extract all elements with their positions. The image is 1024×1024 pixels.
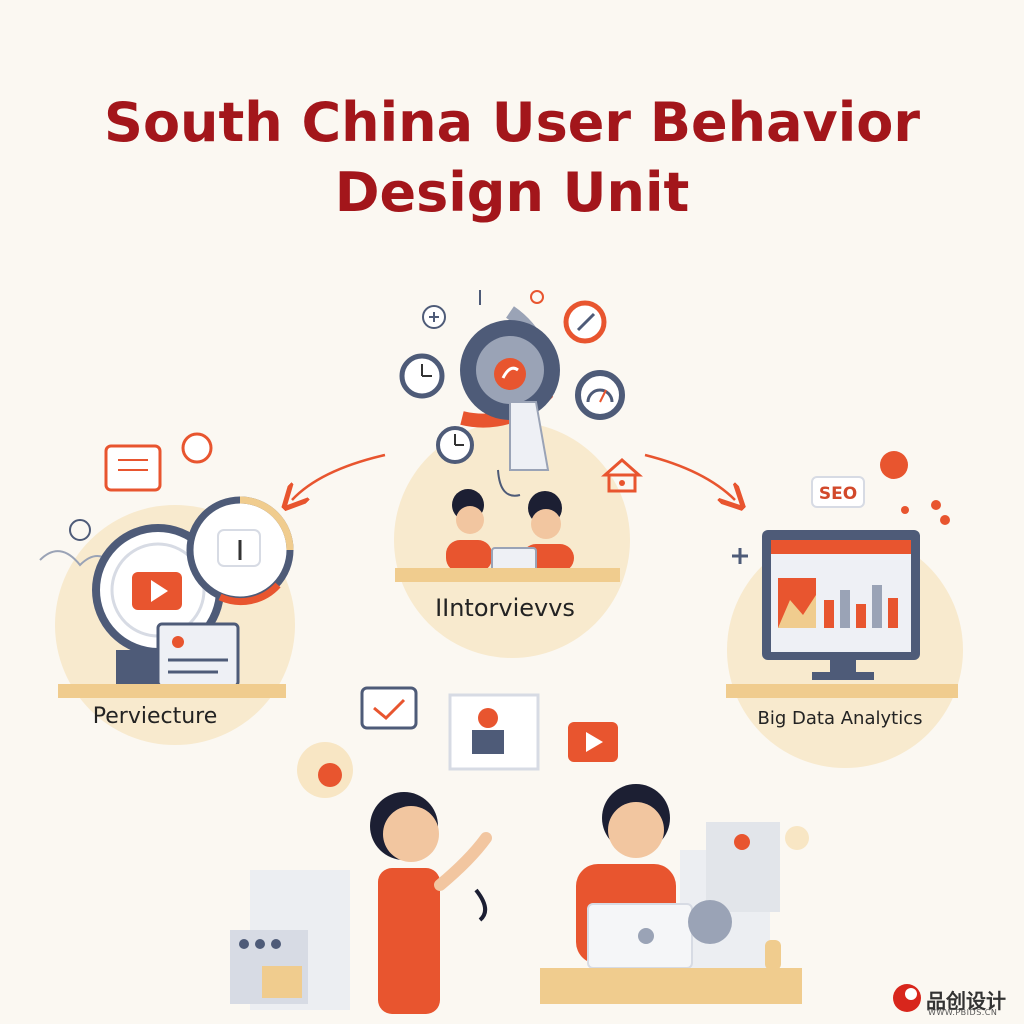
bottom-scene — [230, 784, 802, 1014]
middle-station-label: IIntorvievvs — [435, 594, 575, 622]
arrow-icon — [644, 453, 735, 500]
plus-icon — [422, 305, 446, 329]
seo-badge — [811, 476, 865, 508]
chat-dots-icon — [181, 432, 213, 464]
chat-icon — [104, 444, 162, 492]
gauge-icon — [575, 370, 625, 420]
title-line-1: South China User Behavior — [104, 91, 920, 154]
gear-cluster — [460, 306, 560, 471]
right-station-label: Big Data Analytics — [757, 708, 923, 729]
search-icon — [880, 451, 908, 479]
title-line-2: Design Unit — [334, 161, 690, 224]
left-station-label: Perviecture — [92, 704, 218, 729]
target-icon — [494, 358, 526, 390]
page-title: South China User Behavior Design Unit — [0, 88, 1024, 228]
clock-icon — [399, 353, 445, 399]
plus-icon — [732, 548, 748, 564]
analytics-station: SEO — [726, 451, 958, 698]
dot-icon — [530, 290, 544, 304]
interview-scene — [395, 489, 620, 582]
profile-icon — [448, 693, 540, 771]
arrow-icon — [292, 453, 386, 500]
watermark-url: WWW.PBIDS.CN — [928, 1008, 998, 1017]
seo-badge-text: SEO — [819, 484, 857, 504]
compass-icon — [563, 300, 607, 344]
middle-halo — [394, 422, 630, 658]
clock-icon — [436, 426, 474, 464]
house-icon — [601, 457, 643, 493]
cable — [497, 469, 521, 497]
play-icon — [568, 722, 618, 762]
watermark-brand: 品创设计 — [926, 989, 1006, 1013]
checkmark-icon — [360, 686, 418, 730]
video-station — [39, 432, 294, 698]
